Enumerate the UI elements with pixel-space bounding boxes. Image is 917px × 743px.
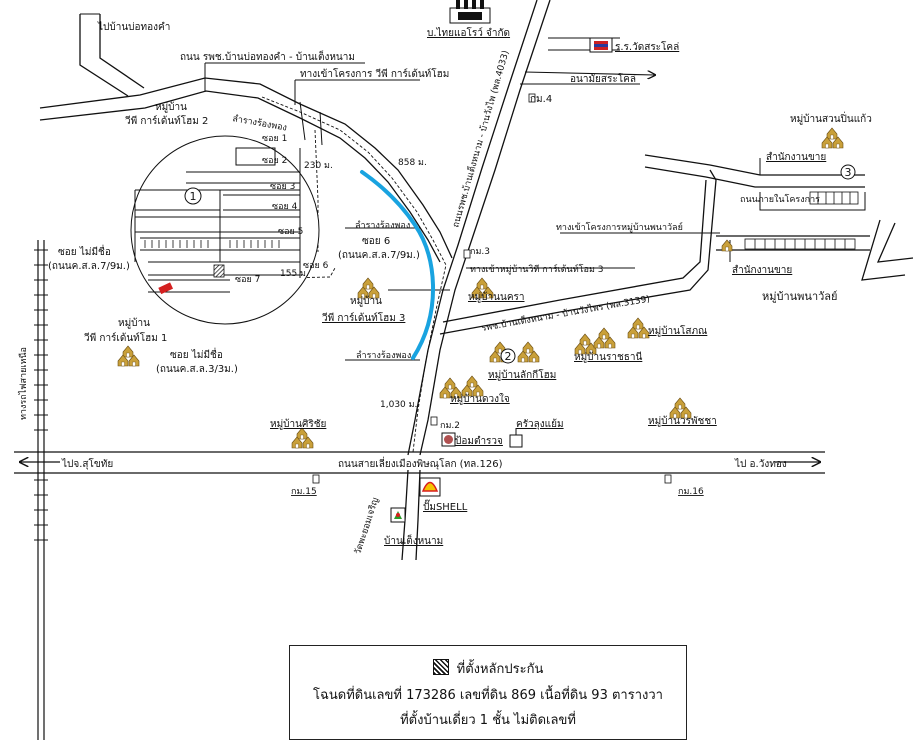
label-village-phanawan: หมู่บ้านพนาวัลย์ — [762, 290, 838, 303]
label-canal-top: ลำรางร้องพอง — [231, 113, 287, 133]
label-shell: ปั๊มSHELL — [423, 499, 468, 513]
label-temple-road: วัดพะยอมเจริญ — [352, 496, 381, 556]
gas-pump-icon — [390, 507, 406, 523]
label-village-vp1-b: วีพี การ์เด้นท์โฮม 1 — [84, 331, 168, 344]
legend-title-row: ที่ตั้งหลักประกัน — [290, 658, 686, 679]
label-village-soraphat: หมู่บ้านโสภณ — [648, 324, 707, 337]
label-road-rphc: ถนน รพช.บ้านบ่อทองคำ - บ้านเต็งหนาม — [180, 49, 355, 63]
label-to-bo-thong-kham: ไปบ้านบ่อทองคำ — [97, 21, 170, 33]
label-soi4: ซอย 4 — [272, 202, 298, 212]
label-road-4033: ถนนรพช.บ้านเต็งหนาม - บ้านวังไพ (พล.4033… — [448, 49, 511, 229]
label-km2: กม.2 — [440, 421, 460, 431]
label-railway: ทางรถไฟสายเหนือ — [18, 347, 29, 420]
legend-title: ที่ตั้งหลักประกัน — [456, 662, 544, 677]
road-pl4033-right — [419, 0, 551, 456]
label-village-lakkihom: หมู่บ้านลักกีโฮม — [488, 368, 556, 381]
label-village-worphatcha: หมู่บ้านวรพัชชา — [648, 415, 717, 427]
label-soi5: ซอย 5 — [278, 227, 303, 237]
collateral-hatch-marker — [213, 264, 225, 278]
restaurant-icon — [509, 428, 523, 448]
label-entrance-vp2: ทางเข้าโครงการ วีพี การ์เด้นท์โฮม — [300, 67, 449, 80]
label-village-vp2-a: หมู่บ้าน — [155, 101, 187, 113]
label-office-top: สำนักงานขาย — [766, 152, 826, 163]
label-soi-maimee-a: ซอย ไม่มีชื่อ — [58, 244, 111, 258]
legend-location-line: ที่ตั้งบ้านเดี่ยว 1 ชั้น ไม่ติดเลขที่ — [400, 713, 576, 728]
legend-deed-line: โฉนดที่ดินเลขที่ 173286 เลขที่ดิน 869 เน… — [313, 688, 663, 703]
hatched-swatch-icon — [432, 659, 449, 675]
label-police: ป้อมตำรวจ — [455, 435, 503, 447]
label-soi6-small: ซอย 6 — [303, 261, 329, 271]
road-to-bo-thong-kham — [79, 14, 129, 97]
label-soi6: ซอย 6 — [362, 236, 390, 247]
circle-1-label: 1 — [190, 190, 197, 203]
label-soi6-road: (ถนนค.ส.ล.7/9ม.) — [338, 250, 420, 261]
circle-3-label: 3 — [845, 166, 852, 179]
label-soi2: ซอย 2 — [262, 156, 287, 166]
label-canal-bottom: ลำรางร้องพอง — [356, 350, 411, 361]
label-village-nakra: หมู่บ้านนครา — [468, 291, 525, 303]
label-entrance-vp3: ทางเข้าหมู่บ้านวิที การ์เด้นท์โฮม 3 — [470, 263, 603, 275]
label-restaurant: ครัวลุงแย้ม — [516, 418, 564, 430]
label-soi3: ซอย 3 — [270, 182, 295, 192]
police-box-icon — [441, 432, 456, 447]
target-marker — [158, 282, 174, 295]
label-ban-tenganam: บ้านเต็งหนาม — [384, 533, 443, 547]
label-dist-858: 858 ม. — [398, 158, 427, 168]
label-village-vp3-b: วีพี การ์เด้นท์โฮม 3 — [322, 311, 406, 324]
label-anamai: อนามัยสระโคล่ — [570, 72, 636, 85]
map-labels: ไปบ้านบ่อทองคำ บ.ไทยแอโรว์ จำกัด ร.ร.วัด… — [18, 21, 872, 556]
km-post-icon — [312, 93, 672, 484]
label-km3: กม.3 — [470, 247, 490, 257]
road-network — [14, 0, 914, 740]
road-rphc-lower — [39, 90, 441, 263]
factory-icon — [449, 0, 491, 24]
label-main-road: ถนนสายเลี่ยงเมืองพิษณุโลก (ทล.126) — [338, 456, 503, 470]
canal-river — [360, 170, 436, 360]
label-village-vp1-a: หมู่บ้าน — [118, 317, 150, 329]
label-village-ratchathani: หมู่บ้านราชธานี — [574, 351, 642, 363]
label-km15: กม.15 — [291, 487, 317, 497]
road-pl4033-left — [407, 0, 538, 456]
legend-box: ที่ตั้งหลักประกัน โฉนดที่ดินเลขที่ 17328… — [289, 645, 687, 740]
label-dist-230: 230 ม. — [304, 161, 333, 171]
label-village-vp3-a: หมู่บ้าน — [350, 295, 382, 307]
shell-logo-icon — [419, 477, 441, 497]
label-office-bottom: สำนักงานขาย — [732, 265, 792, 276]
label-dist-155: 155 ม. — [280, 269, 309, 279]
label-km16: กม.16 — [678, 487, 704, 497]
vp-garden-home-zoom: 1 — [130, 135, 320, 325]
label-school: ร.ร.วัดสระโคล่ — [615, 40, 679, 53]
label-village-vp2-b: วีพี การ์เด้นท์โฮม 2 — [125, 114, 209, 127]
label-factory: บ.ไทยแอโรว์ จำกัด — [427, 26, 510, 39]
label-dist-1030: 1,030 ม. — [380, 400, 417, 410]
label-km4: กม.4 — [530, 94, 552, 105]
label-soi-maimee-b: ซอย ไม่มีชื่อ — [170, 347, 223, 361]
circle-2-label: 2 — [505, 350, 512, 363]
label-soi7: ซอย 7 — [235, 275, 260, 285]
label-project-road: ถนนภายในโครงการ — [740, 194, 820, 205]
road-rphc-upper — [39, 77, 453, 259]
label-village-duangjai: หมู่บ้านดวงใจ — [450, 393, 510, 405]
label-village-suanpin: หมู่บ้านสวนปิ่นแก้ว — [790, 111, 872, 125]
label-soi-maimee-b-road: (ถนนค.ส.ล.3/3ม.) — [156, 364, 238, 375]
label-to-sukhothai: ไปจ.สุโขทัย — [61, 457, 113, 470]
project-lots — [744, 191, 859, 250]
label-entrance-phanawan: ทางเข้าโครงการหมู่บ้านพนาวัลย์ — [556, 221, 683, 233]
label-to-wangthong: ไป อ.วังทอง — [734, 458, 787, 470]
label-village-sirichai: หมู่บ้านศิริชัย — [270, 418, 326, 430]
label-canal-mid: ลำรางร้องพอง — [355, 220, 410, 231]
label-soi1: ซอย 1 — [262, 134, 287, 144]
school-flag-icon — [589, 37, 613, 53]
label-soi-maimee-a-road: (ถนนค.ส.ล.7/9ม.) — [48, 261, 130, 272]
